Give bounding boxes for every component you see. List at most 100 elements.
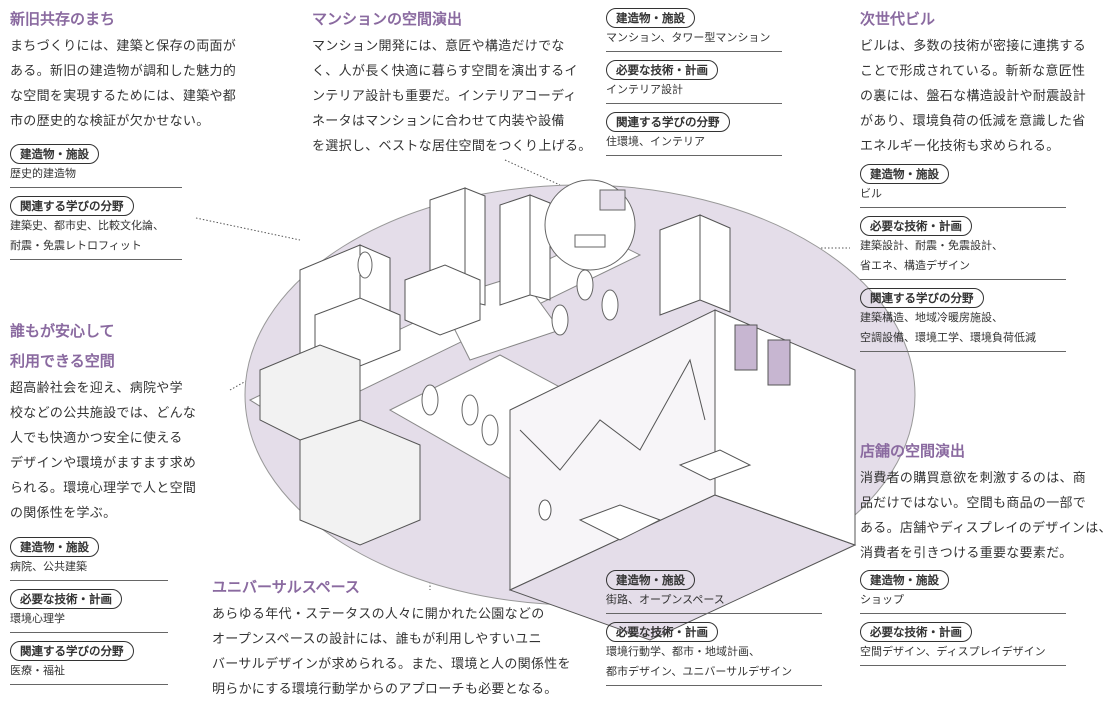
tag-label-facility: 建造物・施設	[606, 570, 695, 590]
divider	[10, 684, 168, 685]
section-shop: 店舗の空間演出消費者の購買意欲を刺激するのは、商品だけではない。空間も商品の一部…	[860, 436, 1112, 566]
section-univ: ユニバーサルスペースあらゆる年代・ステータスの人々に開かれた公園などのオープンス…	[212, 572, 571, 702]
tag-value: 環境行動学、都市・地域計画、	[606, 645, 760, 658]
section-body-line: ある。新旧の建造物が調和した魅力的	[10, 64, 237, 79]
trees	[357, 251, 619, 446]
section-body-line: を選択し、ベストな居住空間をつくり上げる。	[312, 139, 592, 154]
tag-value: 建築設計、耐震・免震設計、	[860, 239, 1003, 252]
apartment-interior-bubble	[544, 179, 636, 271]
section-body-line: く、人が長く快適に暮らす空間を演出するイ	[312, 64, 578, 79]
divider	[10, 187, 182, 188]
section-title: ユニバーサルスペース	[212, 578, 360, 596]
tag-value: 病院、公共建築	[10, 560, 87, 573]
section-body-line: デザインや環境がますます求め	[10, 456, 197, 471]
section-shop-tags: 建造物・施設ショップ必要な技術・計画空間デザイン、ディスプレイデザイン	[860, 566, 1066, 670]
tag-label-field: 関連する学びの分野	[860, 288, 984, 308]
buildings	[259, 187, 731, 546]
section-body-line: ことで形成されている。斬新な意匠性	[860, 64, 1086, 79]
section-body-line: ビルは、多数の技術が密接に連携する	[860, 39, 1087, 54]
section-body-line: 人でも快適かつ安全に使える	[10, 431, 183, 446]
tag-label-technology: 必要な技術・計画	[860, 216, 972, 236]
section-title: 店舗の空間演出	[860, 442, 966, 460]
section-shinkyu: 新旧共存のまちまちづくりには、建築と保存の両面がある。新旧の建造物が調和した魅力…	[10, 4, 236, 134]
divider	[606, 103, 782, 104]
divider	[860, 351, 1066, 352]
section-title: 新旧共存のまち	[10, 10, 116, 28]
section-mansion: マンションの空間演出マンション開発には、意匠や構造だけでなく、人が長く快適に暮ら…	[312, 4, 592, 159]
section-body-line: 校などの公共施設では、どんな	[10, 406, 197, 421]
tag-label-facility: 建造物・施設	[860, 164, 949, 184]
tag-label-technology: 必要な技術・計画	[10, 589, 122, 609]
tag-value: 都市デザイン、ユニバーサルデザイン	[606, 665, 793, 678]
shop-interior	[508, 309, 857, 641]
tag-label-field: 関連する学びの分野	[10, 196, 134, 216]
section-body-line: あらゆる年代・ステータスの人々に開かれた公園などの	[212, 607, 545, 622]
section-body-line: オープンスペースの設計には、誰もが利用しやすいユニ	[212, 632, 542, 647]
tag-value: マンション、タワー型マンション	[606, 31, 771, 44]
divider	[10, 259, 182, 260]
divider	[606, 155, 782, 156]
divider	[860, 613, 1066, 614]
section-body-line: 消費者を引きつける重要な要素だ。	[860, 546, 1073, 561]
section-bldg: 次世代ビルビルは、多数の技術が密接に連携することで形成されている。斬新な意匠性の…	[860, 4, 1086, 159]
tag-value: 街路、オープンスペース	[606, 593, 725, 606]
section-body-line: バーサルデザインが求められる。また、環境と人の関係性を	[212, 657, 571, 672]
section-body-line: エネルギー化技術も求められる。	[860, 139, 1060, 154]
section-body-line: 市の歴史的な検証が欠かせない。	[10, 114, 210, 129]
tag-label-field: 関連する学びの分野	[606, 112, 730, 132]
tag-label-technology: 必要な技術・計画	[606, 60, 718, 80]
tag-value: 建築史、都市史、比較文化論、	[10, 219, 164, 232]
section-bldg-tags: 建造物・施設ビル必要な技術・計画建築設計、耐震・免震設計、省エネ、構造デザイン関…	[860, 160, 1066, 356]
tag-value: 省エネ、構造デザイン	[860, 259, 970, 272]
divider	[860, 665, 1066, 666]
tag-value: 医療・福祉	[10, 664, 65, 677]
tag-label-facility: 建造物・施設	[860, 570, 949, 590]
divider	[860, 207, 1066, 208]
tag-value: 耐震・免震レトロフィット	[10, 239, 142, 252]
section-anshin-tags: 建造物・施設病院、公共建築必要な技術・計画環境心理学関連する学びの分野医療・福祉	[10, 533, 168, 689]
tag-value: ビル	[860, 187, 882, 200]
divider	[860, 279, 1066, 280]
section-body-line: 品だけではない。空間も商品の一部で	[860, 496, 1087, 511]
section-title: 利用できる空間	[10, 352, 115, 370]
tag-value: 住環境、インテリア	[606, 135, 705, 148]
tag-label-facility: 建造物・施設	[10, 144, 99, 164]
divider	[606, 685, 822, 686]
section-body-line: 明らかにする環境行動学からのアプローチも必要となる。	[212, 682, 558, 697]
section-anshin: 誰もが安心して利用できる空間超高齢社会を迎え、病院や学校などの公共施設では、どん…	[10, 316, 196, 526]
tag-value: 建築構造、地域冷暖房施設、	[860, 311, 1003, 324]
tag-value: 空調設備、環境工学、環境負荷低減	[860, 331, 1036, 344]
divider	[10, 580, 168, 581]
section-body-line: 消費者の購買意欲を刺激するのは、商	[860, 471, 1087, 486]
section-body-line: ンテリア設計も重要だ。インテリアコーディ	[312, 89, 577, 104]
section-body-line: の関係性を学ぶ。	[10, 506, 117, 521]
tag-value: インテリア設計	[606, 83, 683, 96]
tag-label-field: 関連する学びの分野	[10, 641, 134, 661]
tag-label-facility: 建造物・施設	[10, 537, 99, 557]
section-title: マンションの空間演出	[312, 10, 463, 28]
tag-label-technology: 必要な技術・計画	[606, 622, 718, 642]
tag-value: ショップ	[860, 593, 904, 606]
section-body-line: 超高齢社会を迎え、病院や学	[10, 381, 183, 396]
section-univ-tags: 建造物・施設街路、オープンスペース必要な技術・計画環境行動学、都市・地域計画、都…	[606, 566, 822, 690]
section-body-line: られる。環境心理学で人と空間	[10, 481, 197, 496]
section-title: 誰もが安心して	[10, 322, 115, 340]
tag-label-technology: 必要な技術・計画	[860, 622, 972, 642]
section-body-line: の裏には、盤石な構造設計や耐震設計	[860, 89, 1087, 104]
section-shinkyu-tags: 建造物・施設歴史的建造物関連する学びの分野建築史、都市史、比較文化論、耐震・免震…	[10, 140, 182, 264]
section-body-line: な空間を実現するためには、建築や都	[10, 89, 237, 104]
divider	[10, 632, 168, 633]
tag-value: 空間デザイン、ディスプレイデザイン	[860, 645, 1046, 658]
divider	[606, 613, 822, 614]
tag-value: 歴史的建造物	[10, 167, 76, 180]
section-body-line: があり、環境負荷の低減を意識した省	[860, 114, 1086, 129]
divider	[606, 51, 782, 52]
section-body-line: まちづくりには、建築と保存の両面が	[10, 39, 237, 54]
section-title: 次世代ビル	[860, 10, 936, 28]
tag-label-facility: 建造物・施設	[606, 8, 695, 28]
section-mansion-tags: 建造物・施設マンション、タワー型マンション必要な技術・計画インテリア設計関連する…	[606, 4, 782, 160]
section-body-line: ある。店舗やディスプレイのデザインは、	[860, 521, 1112, 536]
section-body-line: ネータはマンションに合わせて内装や設備	[312, 114, 565, 129]
section-body-line: マンション開発には、意匠や構造だけでな	[312, 39, 565, 54]
